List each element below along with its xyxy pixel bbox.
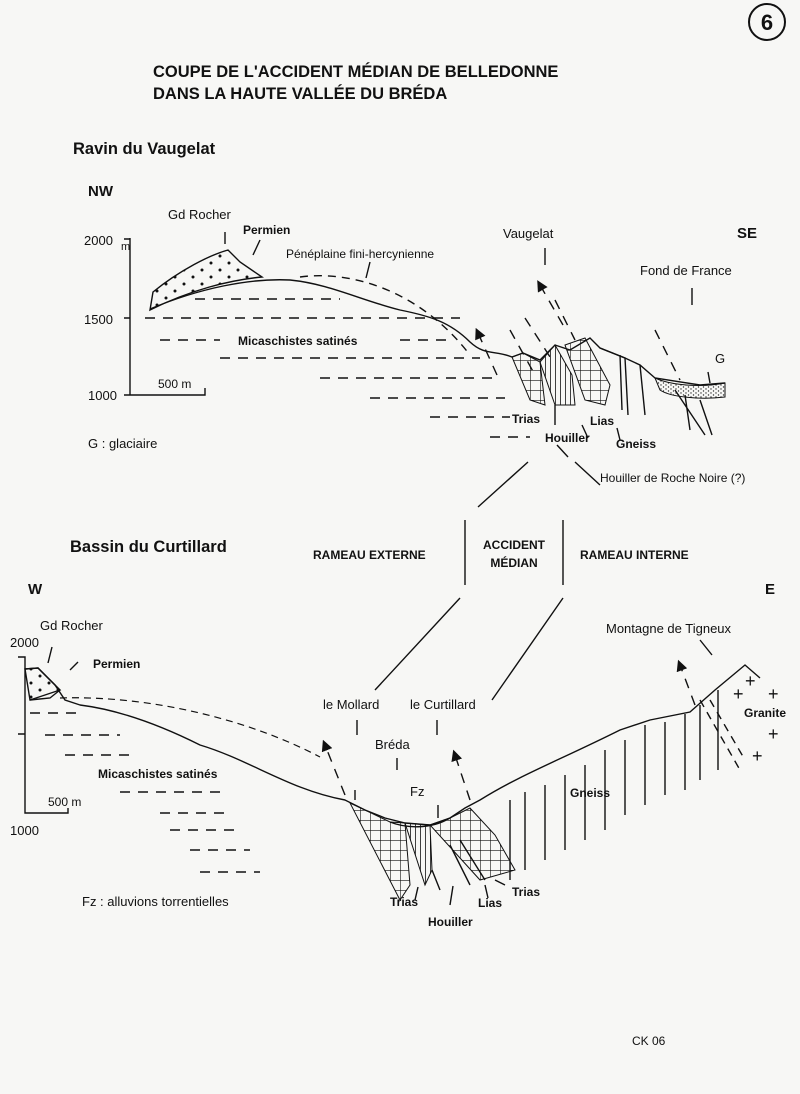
label-trias-2: Trias	[512, 885, 540, 899]
label-micaschistes-b: Micaschistes satinés	[98, 767, 218, 781]
label-gneiss: Gneiss	[616, 437, 656, 451]
direction-e: E	[765, 581, 775, 598]
section2-title: Bassin du Curtillard	[70, 538, 227, 556]
label-granite: Granite	[744, 706, 786, 720]
elevation-axis-b	[18, 656, 69, 814]
label-trias: Trias	[512, 412, 540, 426]
tick-1000: 1000	[88, 388, 117, 403]
section2-profile: + ++ ++	[24, 639, 779, 906]
label-lias: Lias	[590, 414, 614, 428]
scale-500m-b: 500 m	[48, 795, 81, 809]
label-breda: Bréda	[375, 737, 410, 752]
label-rameau-interne: RAMEAU INTERNE	[580, 548, 689, 562]
svg-text:+: +	[733, 684, 744, 704]
legend-glaciaire: G : glaciaire	[88, 436, 157, 451]
tick-1000-b: 1000	[10, 823, 39, 838]
connector-lines	[374, 461, 601, 701]
label-trias-1: Trias	[390, 895, 418, 909]
svg-text:+: +	[768, 724, 779, 744]
elevation-axis	[124, 238, 206, 396]
label-rameau-externe: RAMEAU EXTERNE	[313, 548, 426, 562]
label-gd-rocher: Gd Rocher	[168, 207, 232, 222]
section1-profile	[145, 232, 726, 458]
label-fond-de-france: Fond de France	[640, 263, 732, 278]
label-montagne-de-tigneux: Montagne de Tigneux	[606, 621, 732, 636]
title-line-1: COUPE DE L'ACCIDENT MÉDIAN DE BELLEDONNE	[153, 62, 558, 81]
label-micaschistes: Micaschistes satinés	[238, 334, 358, 348]
section1-title: Ravin du Vaugelat	[73, 140, 216, 158]
tick-1500: 1500	[84, 312, 113, 327]
label-g: G	[715, 351, 725, 366]
label-fz: Fz	[410, 784, 424, 799]
title-line-2: DANS LA HAUTE VALLÉE DU BRÉDA	[153, 84, 447, 103]
label-gneiss-b: Gneiss	[570, 786, 610, 800]
unit-label: m	[121, 241, 130, 253]
footer-code: CK 06	[632, 1034, 666, 1048]
label-houiller: Houiller	[545, 431, 590, 445]
label-permien: Permien	[243, 223, 290, 237]
label-le-curtillard: le Curtillard	[410, 697, 476, 712]
tick-2000-b: 2000	[10, 635, 39, 650]
scale-500m: 500 m	[158, 377, 191, 391]
svg-text:+: +	[768, 684, 779, 704]
label-vaugelat: Vaugelat	[503, 226, 554, 241]
label-lias-b: Lias	[478, 896, 502, 910]
label-permien-b: Permien	[93, 657, 140, 671]
label-le-mollard: le Mollard	[323, 697, 379, 712]
page-number: 6	[761, 10, 773, 35]
label-median: MÉDIAN	[490, 555, 537, 570]
legend-alluvions: Fz : alluvions torrentielles	[82, 894, 229, 909]
granite-plus: +	[745, 671, 756, 691]
direction-se: SE	[737, 225, 757, 242]
label-houiller-b: Houiller	[428, 915, 473, 929]
label-houiller-roche-noire: Houiller de Roche Noire (?)	[600, 471, 745, 485]
label-accident: ACCIDENT	[483, 538, 546, 552]
label-peneplaine: Pénéplaine fini-hercynienne	[286, 247, 434, 261]
page-number-circle	[748, 3, 786, 41]
svg-text:+: +	[752, 746, 763, 766]
direction-nw: NW	[88, 183, 114, 200]
tick-2000: 2000	[84, 233, 113, 248]
label-gd-rocher-b: Gd Rocher	[40, 618, 104, 633]
direction-w: W	[28, 581, 43, 598]
